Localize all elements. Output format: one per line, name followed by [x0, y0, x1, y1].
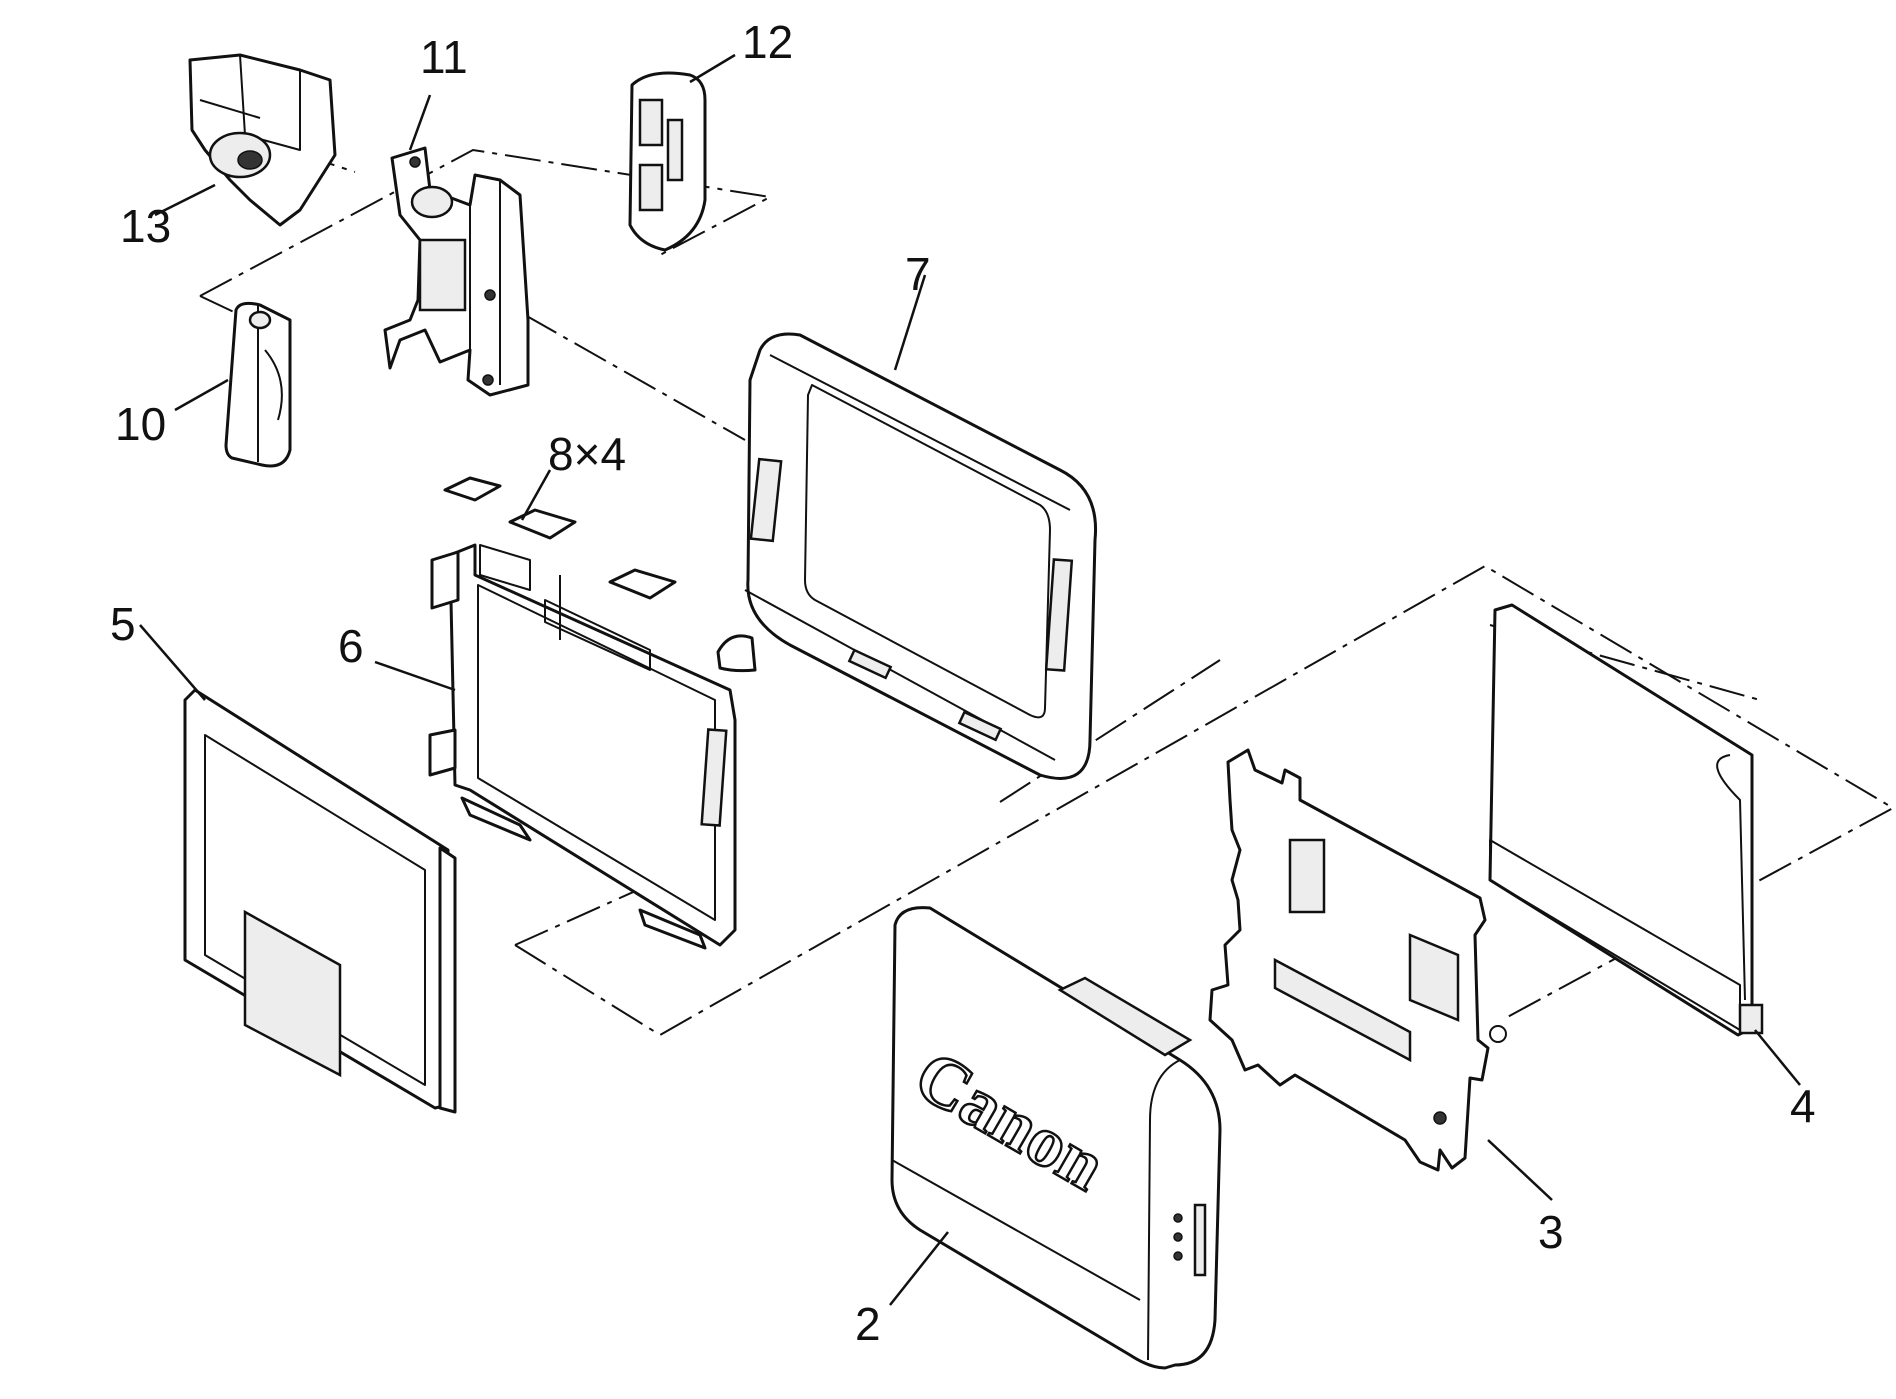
part-label-13: 13 — [120, 200, 171, 252]
part-13-motor-bracket: 13 — [120, 53, 337, 252]
part-label-6: 6 — [338, 620, 364, 672]
part-7-front-frame: 7 — [744, 248, 1098, 780]
part-label-7: 7 — [905, 248, 931, 300]
part-4-backlight: 4 — [1488, 603, 1816, 1132]
part-label-12: 12 — [742, 16, 793, 68]
part-label-11: 11 — [420, 31, 468, 83]
part-10-side-cover: 10 — [115, 301, 292, 468]
phantom-diag — [999, 659, 1221, 803]
part-5-lcd-panel: 5 — [110, 598, 457, 1114]
phantom-to-frame — [524, 314, 746, 441]
phantom-upper-frame — [199, 148, 774, 297]
part-8-adhesive-tapes: 8×4 — [443, 428, 757, 673]
part-6-lcd-holder: 6 — [338, 543, 737, 950]
part-12-latch-cover: 12 — [628, 16, 793, 252]
part-label-8: 8×4 — [548, 428, 626, 480]
part-11-hinge-assembly: 11 — [383, 31, 530, 397]
part-3-circuit-board: 3 — [1208, 748, 1564, 1258]
part-label-3: 3 — [1538, 1206, 1564, 1258]
part-label-5: 5 — [110, 598, 136, 650]
part-label-10: 10 — [115, 398, 166, 450]
part-label-2: 2 — [855, 1298, 881, 1350]
phantom-lower-plane — [514, 564, 1896, 1037]
part-2-rear-cover: Canon 2 — [855, 906, 1222, 1370]
phantom-upper-left — [199, 295, 237, 314]
part-label-4: 4 — [1790, 1080, 1816, 1132]
